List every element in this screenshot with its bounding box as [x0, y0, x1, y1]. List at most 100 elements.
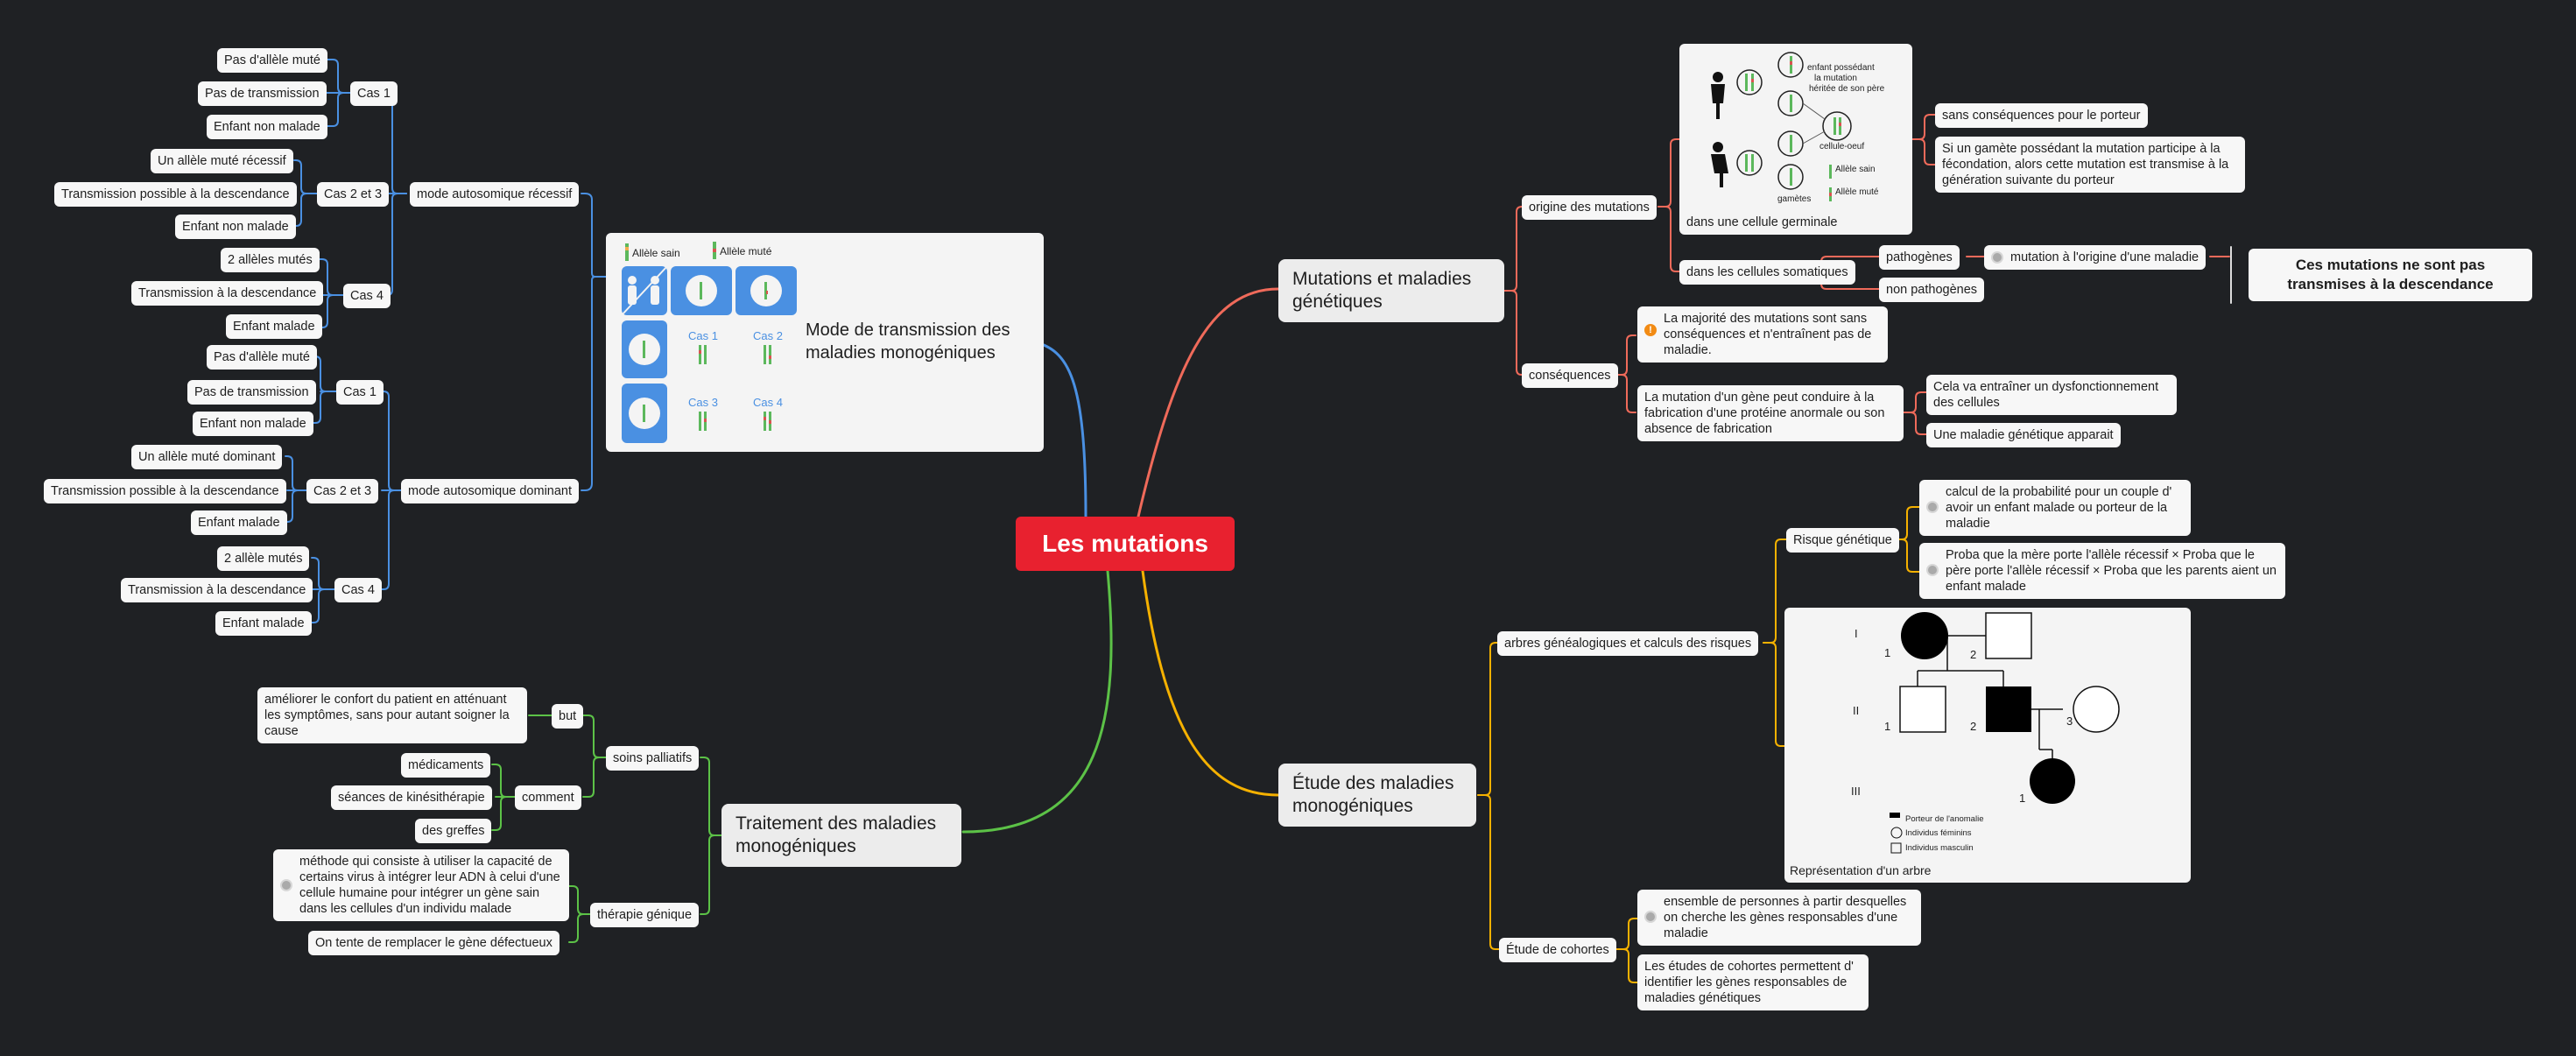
cohortes-item[interactable]: ensemble de personnes à partir desquelle…: [1637, 890, 1921, 946]
recessif-cas1-item[interactable]: Pas d'allèle muté: [217, 48, 327, 73]
recessif-cas4-item[interactable]: Enfant malade: [226, 314, 322, 339]
recessif-cas23[interactable]: Cas 2 et 3: [317, 182, 390, 207]
note-icon: [1926, 564, 1939, 576]
palliatifs-but[interactable]: but: [552, 704, 584, 729]
img-text: héritée de son père: [1809, 84, 1885, 94]
note-icon: [280, 879, 292, 891]
therapie-genique[interactable]: thérapie génique: [590, 903, 700, 927]
img-text: cellule-oeuf: [1819, 142, 1865, 151]
risque-genetique[interactable]: Risque génétique: [1786, 528, 1899, 553]
mutation-origine-maladie[interactable]: mutation à l'origine d'une maladie: [1984, 245, 2206, 270]
dominant-cas1-item[interactable]: Enfant non malade: [193, 412, 313, 436]
img-text: la mutation: [1814, 74, 1857, 83]
recessif-cas1[interactable]: Cas 1: [350, 81, 398, 106]
consequences[interactable]: conséquences: [1522, 363, 1618, 388]
somatiques-non-pathogenes[interactable]: non pathogènes: [1879, 278, 1985, 302]
dominant-cas23-item[interactable]: Transmission possible à la descendance: [44, 479, 286, 503]
mutation-origine-maladie-text: mutation à l'origine d'une maladie: [2010, 250, 2199, 264]
case-label-2: Cas 2: [753, 329, 783, 342]
root-topic[interactable]: Les mutations: [1016, 517, 1235, 571]
allele-sain-legend-icon: [625, 243, 629, 261]
dominant-cas1-item[interactable]: Pas de transmission: [187, 380, 316, 405]
transmission-topic[interactable]: Allèle sain Allèle muté Cas 1 Cas 2 Cas …: [606, 233, 1044, 452]
germinale-caption: dans une cellule germinale: [1686, 215, 1838, 229]
note-icon: [1991, 251, 2003, 264]
dominant-cas1[interactable]: Cas 1: [336, 380, 384, 405]
cohortes-item[interactable]: Les études de cohortes permettent d' ide…: [1637, 954, 1869, 1010]
risque-item[interactable]: Proba que la mère porte l'allèle récessi…: [1919, 543, 2285, 599]
recessif-cas1-item[interactable]: Pas de transmission: [198, 81, 327, 106]
individual-number: 1: [1884, 720, 1891, 733]
arbres-genealogiques[interactable]: arbres généalogiques et calculs des risq…: [1497, 631, 1759, 656]
generation-label: I: [1855, 627, 1858, 640]
cellules-somatiques[interactable]: dans les cellules somatiques: [1679, 260, 1855, 285]
germinale-image-node[interactable]: enfant possédant la mutation héritée de …: [1679, 44, 1912, 235]
recessif-cas4[interactable]: Cas 4: [343, 284, 391, 308]
mutations-topic[interactable]: Mutations et maladies génétiques: [1278, 259, 1504, 322]
soins-palliatifs[interactable]: soins palliatifs: [606, 746, 700, 771]
mode-recessif[interactable]: mode autosomique récessif: [410, 182, 580, 207]
dominant-cas4-item[interactable]: Transmission à la descendance: [121, 578, 313, 602]
dominant-cas4[interactable]: Cas 4: [334, 578, 382, 602]
consequences-fabrication[interactable]: La mutation d'un gène peut conduire à la…: [1637, 385, 1904, 441]
therapie-replace[interactable]: On tente de remplacer le gène défectueux: [308, 931, 560, 955]
etude-cohortes[interactable]: Étude de cohortes: [1499, 938, 1616, 962]
arbre-image-node[interactable]: I II III 1 2 1 2 3 1 Porteur de l'anomal…: [1784, 608, 2191, 883]
germinale-item[interactable]: Si un gamète possédant la mutation parti…: [1935, 137, 2245, 193]
allele-mute-legend-icon: [713, 242, 716, 259]
warning-icon: !: [1644, 324, 1657, 336]
somatiques-pathogenes[interactable]: pathogènes: [1879, 245, 1960, 270]
traitement-topic[interactable]: Traitement des maladies monogéniques: [721, 804, 961, 867]
consequences-item[interactable]: Cela va entraîner un dysfonctionnement d…: [1926, 375, 2177, 415]
dominant-cas4-item[interactable]: Enfant malade: [215, 611, 312, 636]
legend-allele-mute: Allèle muté: [720, 245, 772, 257]
comment-item[interactable]: médicaments: [401, 753, 491, 778]
recessif-cas4-item[interactable]: 2 allèles mutés: [221, 248, 320, 272]
risque-item[interactable]: calcul de la probabilité pour un couple …: [1919, 480, 2191, 536]
germinale-item[interactable]: sans conséquences pour le porteur: [1935, 103, 2148, 128]
comment-item[interactable]: séances de kinésithérapie: [331, 785, 492, 810]
img-text: gamètes: [1777, 194, 1812, 204]
consequences-majorite-text: La majorité des mutations sont sans cons…: [1664, 312, 1872, 357]
therapie-def[interactable]: méthode qui consiste à utiliser la capac…: [273, 849, 569, 921]
pedigree-chart: [1890, 612, 2120, 854]
cohortes-item-text: ensemble de personnes à partir desquelle…: [1664, 895, 1907, 940]
recessif-cas23-item[interactable]: Transmission possible à la descendance: [54, 182, 297, 207]
dominant-cas23[interactable]: Cas 2 et 3: [306, 479, 379, 503]
img-text: enfant possédant: [1807, 63, 1875, 73]
pedigree-legend: Individus féminins: [1905, 828, 1972, 838]
img-text: Allèle sain: [1835, 165, 1876, 174]
generation-label: II: [1853, 704, 1860, 717]
pedigree-legend: Porteur de l'anomalie: [1905, 814, 1984, 824]
note-icon: [1644, 911, 1657, 923]
individual-number: 2: [1970, 720, 1977, 733]
comment-item[interactable]: des greffes: [415, 819, 492, 843]
palliatifs-comment[interactable]: comment: [515, 785, 581, 810]
legend-carrier-icon: [1890, 813, 1900, 818]
consequences-majorite[interactable]: ! La majorité des mutations sont sans co…: [1637, 306, 1888, 363]
etude-topic[interactable]: Étude des maladies monogéniques: [1278, 764, 1476, 827]
recessif-cas1-item[interactable]: Enfant non malade: [207, 115, 327, 139]
img-text: Allèle muté: [1835, 187, 1879, 197]
dominant-cas23-item[interactable]: Un allèle muté dominant: [131, 445, 283, 469]
individual-number: 2: [1970, 648, 1977, 661]
recessif-cas4-item[interactable]: Transmission à la descendance: [131, 281, 324, 306]
therapie-def-text: méthode qui consiste à utiliser la capac…: [299, 855, 560, 916]
dominant-cas1-item[interactable]: Pas d'allèle muté: [207, 345, 317, 370]
origine-mutations[interactable]: origine des mutations: [1522, 195, 1657, 220]
individual-number: 1: [2019, 792, 2026, 805]
dominant-cas23-item[interactable]: Enfant malade: [191, 510, 287, 535]
recessif-cas23-item[interactable]: Un allèle muté récessif: [151, 149, 293, 173]
callout-non-transmises[interactable]: Ces mutations ne sont pas transmises à l…: [2249, 249, 2532, 301]
individual-number: 1: [1884, 646, 1891, 659]
consequences-item[interactable]: Une maladie génétique apparait: [1926, 423, 2121, 447]
note-icon: [1926, 501, 1939, 513]
mode-dominant[interactable]: mode autosomique dominant: [401, 479, 580, 503]
case-label-1: Cas 1: [688, 329, 718, 342]
transmission-illustration: [621, 242, 797, 443]
individual-number: 3: [2066, 715, 2073, 728]
dominant-cas4-item[interactable]: 2 allèle mutés: [217, 546, 310, 571]
recessif-cas23-item[interactable]: Enfant non malade: [175, 215, 296, 239]
palliatifs-but-text[interactable]: améliorer le confort du patient en attén…: [257, 687, 527, 743]
